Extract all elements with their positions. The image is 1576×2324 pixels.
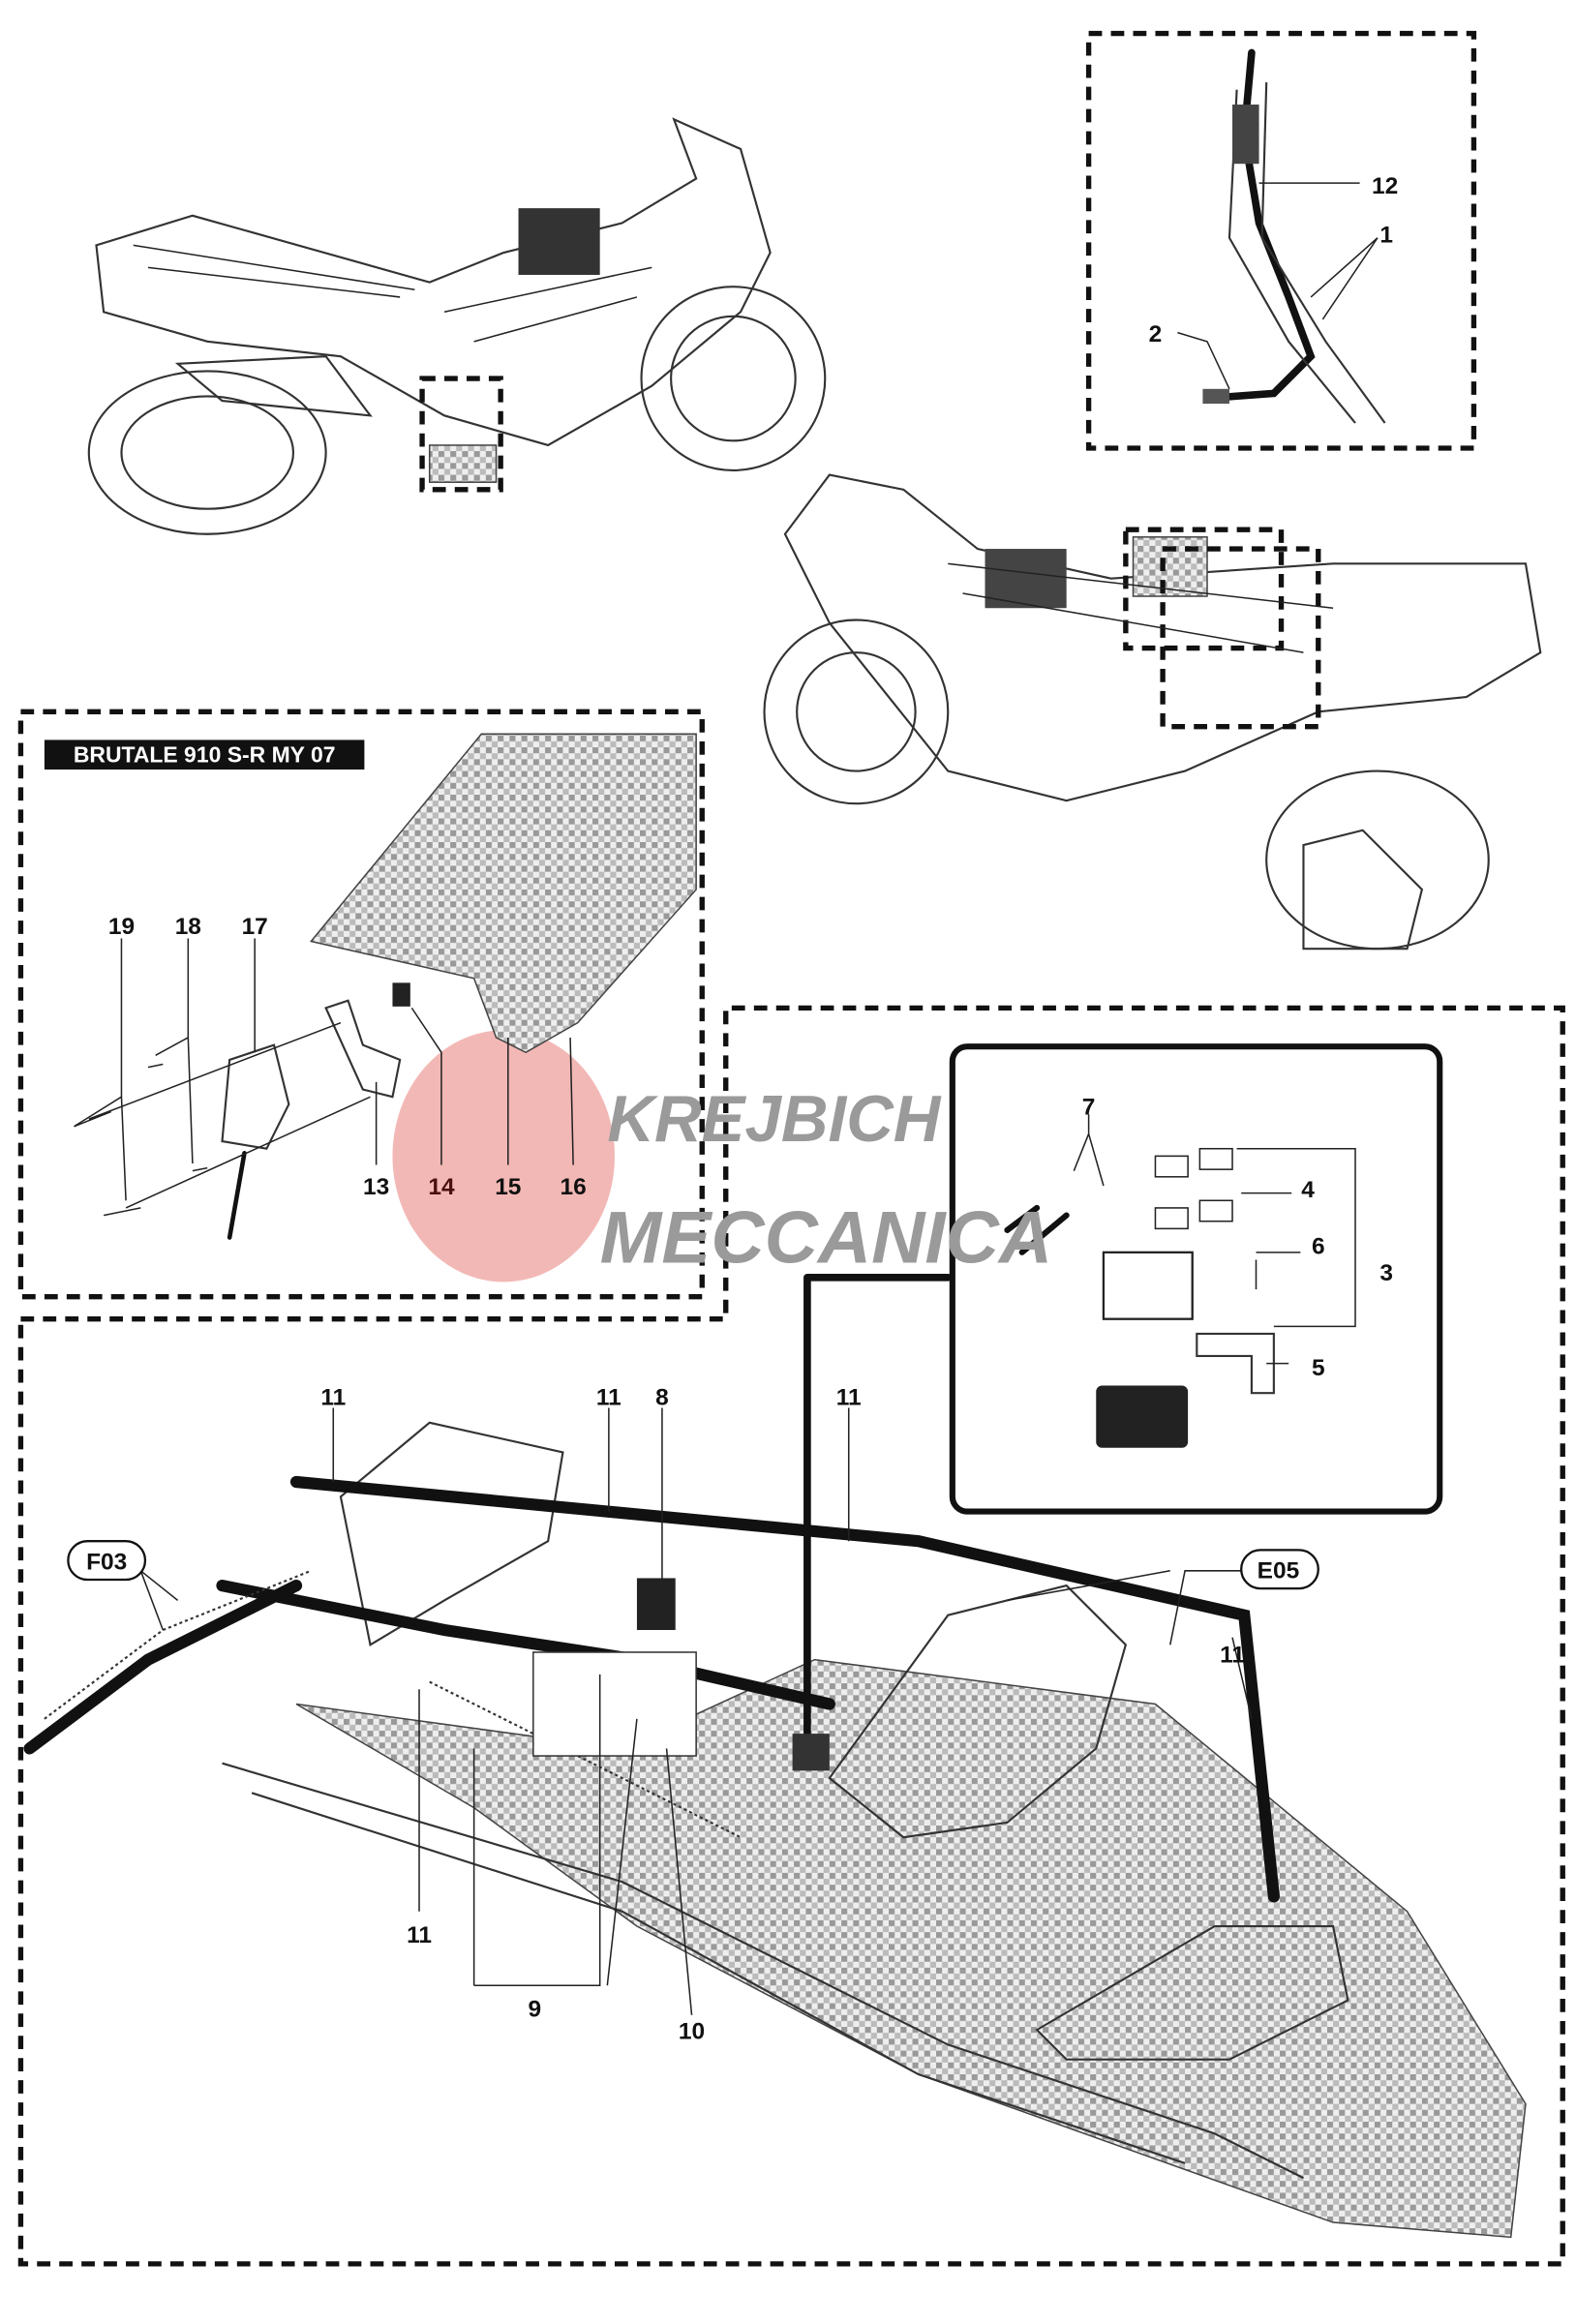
motorcycle-overview-left — [87, 117, 827, 535]
callout-6: 6 — [1312, 1233, 1325, 1259]
connector-detail-box: 12 1 2 — [1085, 30, 1477, 451]
callout-13: 13 — [363, 1174, 389, 1200]
title-label: BRUTALE 910 S-R MY 07 — [74, 741, 336, 767]
callout-8: 8 — [655, 1384, 669, 1410]
callout-11: 11 — [407, 1922, 432, 1948]
callout-2: 2 — [1149, 321, 1163, 347]
callout-11: 11 — [1220, 1643, 1245, 1669]
callout-9: 9 — [529, 1996, 542, 2022]
callout-15: 15 — [495, 1174, 521, 1200]
callout-19: 19 — [108, 914, 135, 940]
callout-7: 7 — [1082, 1095, 1096, 1121]
title-box — [44, 739, 365, 770]
callout-5: 5 — [1312, 1355, 1325, 1381]
callout-18: 18 — [175, 914, 201, 940]
callout-11: 11 — [320, 1384, 346, 1410]
callout-14: 14 — [428, 1174, 455, 1200]
callout-16: 16 — [561, 1174, 587, 1200]
relay-inset: 7 4 6 3 5 — [949, 1043, 1443, 1515]
ref-f03-pill — [67, 1540, 147, 1582]
callout-11: 11 — [596, 1384, 621, 1410]
callout-11: 11 — [836, 1384, 862, 1410]
main-view-border — [17, 1005, 1565, 2267]
callout-4: 4 — [1301, 1177, 1315, 1203]
callout-10: 10 — [679, 2018, 705, 2044]
ref-e05-pill — [1240, 1549, 1319, 1590]
ref-e05: E05 — [1258, 1557, 1300, 1584]
watermark-line2: MECCANICA — [600, 1197, 1052, 1280]
brutale-detail-box: BRUTALE 910 S-R MY 07 19 18 17 13 14 15 … — [17, 709, 705, 1300]
main-frame-view: 11 11 8 11 11 11 9 10 F03 E05 — [23, 1274, 1527, 2239]
watermark-logo: KREJBICH MECCANICA — [600, 1083, 1052, 1279]
callout-3: 3 — [1379, 1260, 1393, 1286]
callout-1: 1 — [1379, 222, 1393, 248]
motorcycle-overview-right — [763, 473, 1542, 951]
callout-17: 17 — [242, 914, 268, 940]
watermark-circle — [392, 1030, 615, 1283]
ref-f03: F03 — [86, 1549, 127, 1575]
callout-12: 12 — [1372, 173, 1398, 199]
watermark-line1: KREJBICH — [607, 1083, 941, 1156]
